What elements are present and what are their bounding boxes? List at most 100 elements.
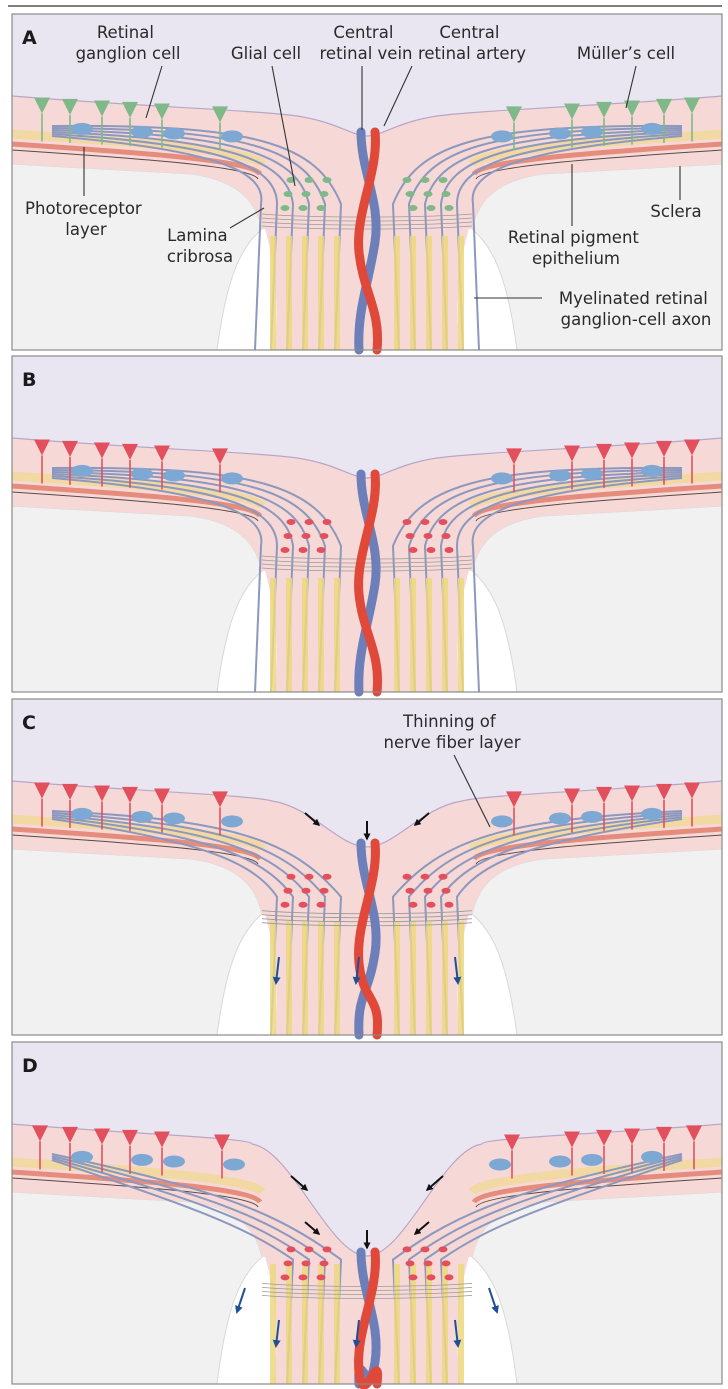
glial-cell (442, 1260, 451, 1266)
myelin-sheath (318, 921, 324, 1035)
glial-cell (439, 1246, 448, 1252)
panel-a-letter: A (22, 27, 37, 49)
cell-nucleus (163, 470, 185, 482)
glial-cell (406, 533, 415, 539)
cell-nucleus (489, 1159, 511, 1171)
cell-nucleus (131, 1154, 153, 1166)
glial-cell (305, 519, 314, 525)
optic-nerve-trunk (262, 904, 472, 1035)
myelin-sheath (334, 921, 340, 1035)
glial-cell (305, 177, 314, 183)
cell-nucleus (549, 813, 571, 825)
myelin-sheath (442, 921, 448, 1035)
label-muller-cell: Müller’s cell (577, 44, 675, 63)
glial-cell (284, 888, 293, 894)
cell-nucleus (641, 123, 663, 135)
glial-cell (427, 902, 436, 908)
myelin-sheath (442, 578, 448, 692)
glial-cell (320, 888, 329, 894)
glial-cell (287, 1246, 296, 1252)
myelin-sheath (302, 921, 308, 1035)
cell-nucleus (549, 470, 571, 482)
cell-nucleus (163, 128, 185, 140)
myelin-sheath (286, 1264, 292, 1384)
glial-cell (439, 874, 448, 880)
glial-cell (403, 177, 412, 183)
cell-nucleus (71, 1151, 93, 1163)
glial-cell (442, 191, 451, 197)
glial-cell (302, 533, 311, 539)
cell-nucleus (163, 813, 185, 825)
glial-cell (320, 1260, 329, 1266)
myelin-sheath (334, 578, 340, 692)
glial-cell (305, 1246, 314, 1252)
glial-cell (287, 874, 296, 880)
glial-cell (320, 191, 329, 197)
panel-a: A Retinal ganglion cell Glial cell Centr… (12, 14, 722, 350)
glial-cell (409, 1274, 418, 1280)
glial-cell (299, 547, 308, 553)
myelin-sheath (302, 236, 308, 350)
myelin-sheath (458, 578, 464, 692)
glial-cell (424, 1260, 433, 1266)
cell-nucleus (549, 1156, 571, 1168)
glial-cell (281, 902, 290, 908)
glial-cell (317, 205, 326, 211)
cell-nucleus (581, 1154, 603, 1166)
panel-c: C Thinning of nerve fiber layer (12, 699, 722, 1035)
glial-cell (403, 874, 412, 880)
cell-nucleus (491, 815, 513, 827)
myelin-sheath (270, 578, 276, 692)
myelin-sheath (286, 578, 292, 692)
cell-nucleus (581, 126, 603, 138)
myelin-sheath (442, 236, 448, 350)
myelin-sheath (318, 236, 324, 350)
glial-cell (442, 888, 451, 894)
myelin-sheath (410, 921, 416, 1035)
cell-nucleus (131, 126, 153, 138)
myelin-sheath (426, 921, 432, 1035)
myelin-sheath (334, 1264, 340, 1384)
glial-cell (320, 533, 329, 539)
glial-cell (439, 519, 448, 525)
panel-b: B (12, 356, 722, 692)
glial-cell (421, 1246, 430, 1252)
cell-nucleus (641, 465, 663, 477)
glial-cell (445, 902, 454, 908)
glial-cell (317, 1274, 326, 1280)
glial-cell (403, 519, 412, 525)
panel-d-artwork (12, 1042, 722, 1385)
glial-cell (323, 519, 332, 525)
cell-nucleus (491, 130, 513, 142)
myelin-sheath (270, 236, 276, 350)
glial-cell (281, 205, 290, 211)
cell-nucleus (131, 811, 153, 823)
glial-cell (406, 888, 415, 894)
myelin-sheath (334, 236, 340, 350)
myelin-sheath (410, 578, 416, 692)
cell-nucleus (581, 468, 603, 480)
glial-cell (299, 902, 308, 908)
myelin-sheath (302, 1264, 308, 1384)
glial-cell (445, 205, 454, 211)
panel-d-letter: D (22, 1055, 38, 1077)
glial-cell (281, 1274, 290, 1280)
cell-nucleus (71, 808, 93, 820)
glial-cell (409, 902, 418, 908)
panel-d: D (12, 1042, 722, 1385)
panel-b-letter: B (22, 369, 36, 391)
cell-nucleus (223, 1159, 245, 1171)
glial-cell (305, 874, 314, 880)
label-sclera: Sclera (650, 202, 701, 221)
glial-cell (421, 874, 430, 880)
myelin-sheath (426, 236, 432, 350)
myelin-sheath (394, 1264, 400, 1384)
glial-cell (323, 177, 332, 183)
myelin-sheath (394, 921, 400, 1035)
glial-cell (284, 191, 293, 197)
myelin-sheath (458, 1264, 464, 1384)
myelin-sheath (302, 578, 308, 692)
myelin-sheath (286, 921, 292, 1035)
myelin-sheath (442, 1264, 448, 1384)
